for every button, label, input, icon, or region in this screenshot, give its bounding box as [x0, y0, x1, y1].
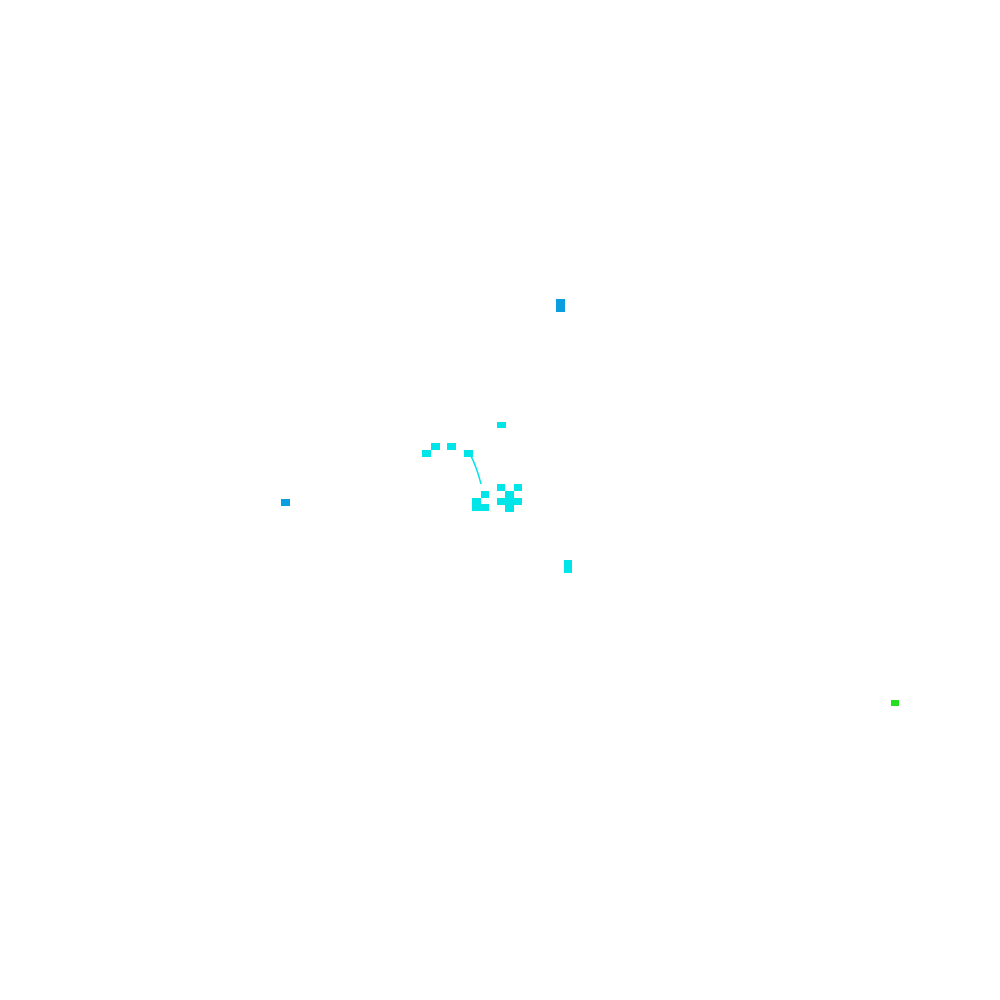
- cyan-arc-dot-3: [447, 443, 456, 450]
- cyan-curve-line: [470, 455, 482, 485]
- green-marker: [891, 700, 899, 706]
- cyan-marker-lower: [564, 560, 572, 573]
- blue-marker-left: [281, 499, 290, 506]
- cyan-arc-dot-4: [464, 450, 473, 457]
- cyan-arc-dot-1: [422, 450, 431, 457]
- cyan-marker-upper: [497, 422, 506, 428]
- cyan-cluster-right: [497, 484, 522, 512]
- blue-marker-top: [556, 299, 565, 312]
- cyan-arc-dot-2: [431, 443, 440, 450]
- cyan-cluster-left: [472, 491, 489, 511]
